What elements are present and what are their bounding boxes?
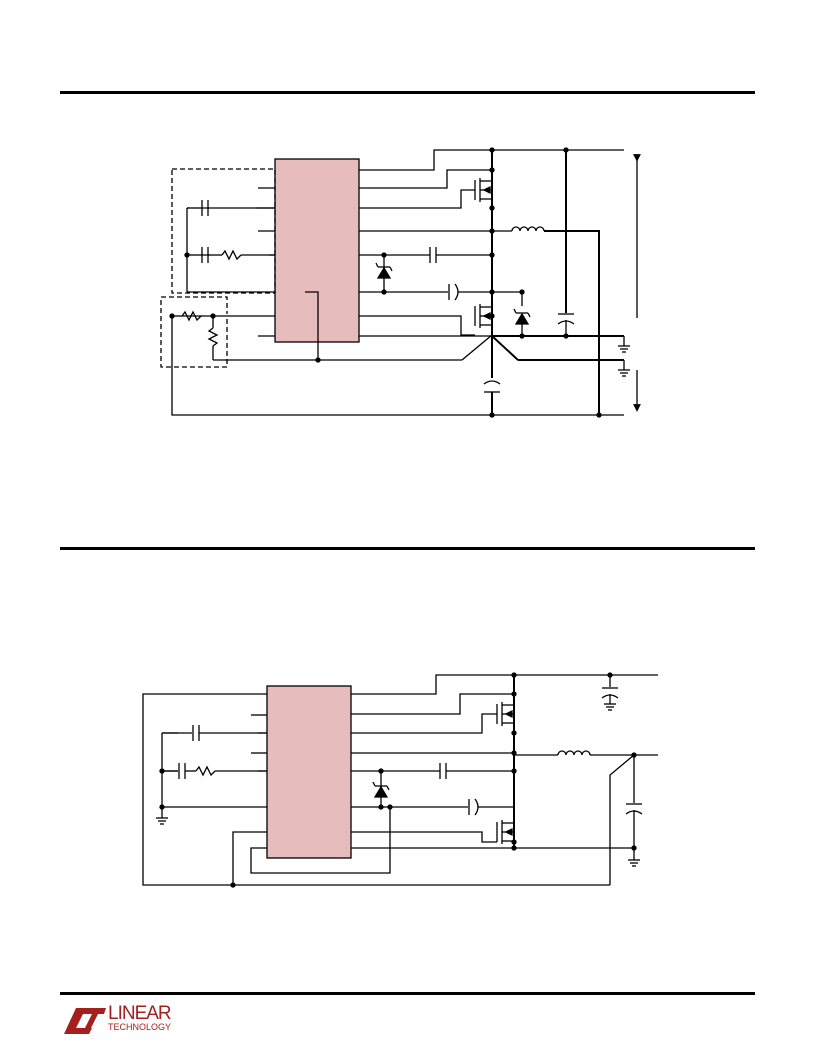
ground-symbol-5 bbox=[628, 859, 640, 867]
ground-symbol-2 bbox=[618, 369, 630, 377]
bottom-mosfet bbox=[474, 304, 492, 328]
schottky-diode-2 bbox=[514, 312, 530, 325]
top-rule bbox=[60, 91, 755, 94]
inductor-bottom bbox=[557, 750, 591, 756]
boost-capacitor-2 bbox=[439, 763, 447, 779]
bottom-rule bbox=[60, 992, 755, 995]
divider-resistor-top bbox=[181, 310, 202, 322]
lt-logo-icon bbox=[64, 1008, 106, 1034]
middle-rule bbox=[60, 547, 755, 550]
logo-word-top: LINEAR bbox=[108, 1003, 172, 1024]
top-mosfet bbox=[474, 178, 492, 202]
inductor-top bbox=[511, 226, 545, 232]
linear-technology-logo[interactable]: LINEAR TECHNOLOGY bbox=[62, 1004, 182, 1038]
comp-resistor bbox=[221, 249, 242, 261]
ground-symbol-4 bbox=[604, 703, 616, 711]
bottom-schematic bbox=[142, 672, 658, 888]
boost-diode bbox=[373, 785, 389, 798]
divider-box bbox=[160, 296, 228, 368]
controller-ic-2 bbox=[266, 685, 352, 859]
ground-symbol-1 bbox=[618, 345, 630, 353]
top-schematic bbox=[160, 147, 641, 418]
logo-word-bottom: TECHNOLOGY bbox=[108, 1022, 172, 1032]
boost-capacitor bbox=[429, 247, 437, 263]
top-mosfet-2 bbox=[496, 702, 514, 726]
comp-resistor-2 bbox=[195, 765, 216, 777]
schottky-diode-1 bbox=[376, 266, 392, 279]
compensation-box bbox=[171, 168, 276, 294]
ground-symbol-3 bbox=[156, 817, 168, 825]
controller-ic bbox=[274, 158, 360, 343]
bottom-mosfet-2 bbox=[496, 820, 514, 844]
divider-resistor-bottom bbox=[207, 327, 219, 347]
